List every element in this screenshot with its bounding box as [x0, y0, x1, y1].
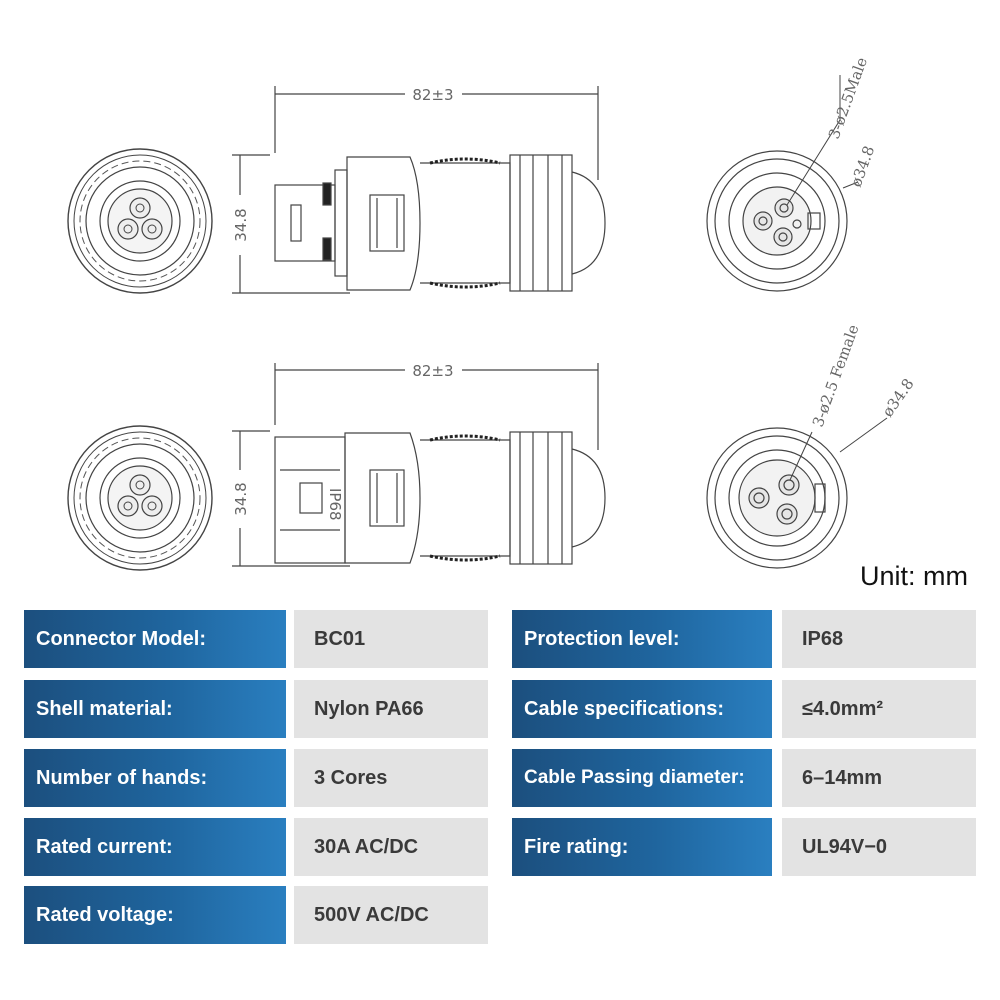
male-pin-label: 3-ø2.5Male: [825, 55, 871, 142]
spec-value: 3 Cores: [294, 749, 488, 807]
female-face-view: [706, 427, 848, 569]
length-label-male: 82±3: [412, 86, 453, 104]
spec-label: Cable Passing diameter:: [512, 749, 772, 807]
male-face-view: [706, 150, 848, 292]
male-diameter-label: ø34.8: [847, 143, 878, 189]
female-leader-lines: [789, 417, 888, 481]
spec-label: Connector Model:: [24, 610, 286, 668]
spec-value: ≤4.0mm²: [782, 680, 976, 738]
spec-value: Nylon PA66: [294, 680, 488, 738]
spec-label: Rated voltage:: [24, 886, 286, 944]
spec-label: Rated current:: [24, 818, 286, 876]
male-leader-lines: [786, 75, 859, 206]
spec-value: IP68: [782, 610, 976, 668]
height-label-female: 34.8: [232, 482, 250, 515]
spec-value: 6–14mm: [782, 749, 976, 807]
female-end-view: [67, 425, 213, 571]
spec-value: 30A AC/DC: [294, 818, 488, 876]
unit-label: Unit: mm: [860, 561, 968, 591]
spec-value: 500V AC/DC: [294, 886, 488, 944]
spec-value: BC01: [294, 610, 488, 668]
female-pin-label: 3-ø2.5 Female: [809, 322, 863, 429]
male-side-view: [232, 86, 606, 294]
technical-drawing: 82±3 82±3 34.8 34.8 3-ø2.5Male ø34.8 3-ø…: [67, 55, 918, 571]
female-side-view: [232, 363, 606, 567]
male-end-view: [67, 148, 213, 294]
spec-label: Number of hands:: [24, 749, 286, 807]
height-label-male: 34.8: [232, 208, 250, 241]
spec-label: Fire rating:: [512, 818, 772, 876]
length-label-female: 82±3: [412, 362, 453, 380]
female-diameter-label: ø34.8: [879, 375, 918, 420]
spec-value: UL94V−0: [782, 818, 976, 876]
body-marking: IP68: [326, 488, 344, 521]
spec-label: Cable specifications:: [512, 680, 772, 738]
spec-label: Protection level:: [512, 610, 772, 668]
spec-label: Shell material:: [24, 680, 286, 738]
